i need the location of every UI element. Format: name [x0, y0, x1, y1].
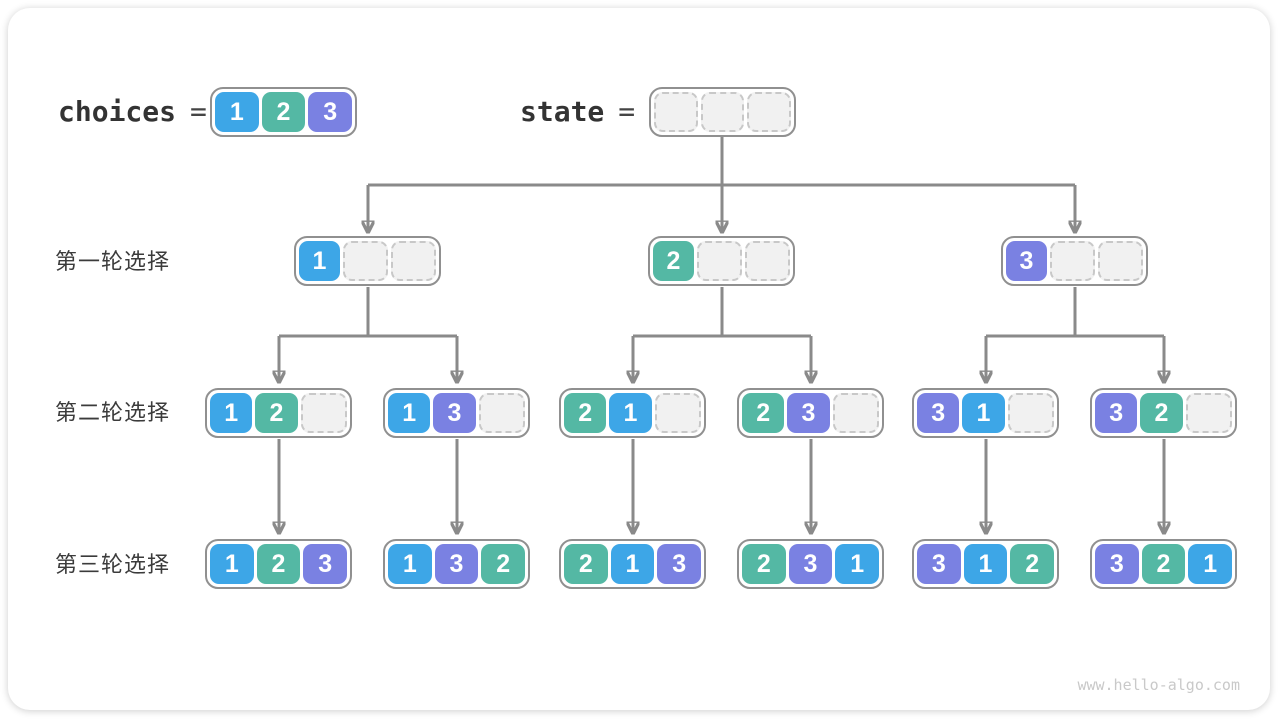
state-cell: 1 — [388, 393, 431, 433]
tree-node: 2 1 3 — [559, 539, 706, 589]
state-cell: 1 — [299, 241, 340, 281]
state-cell: 2 — [742, 393, 785, 433]
watermark-text: www.hello-algo.com — [1077, 676, 1240, 694]
state-equals-sign: = — [618, 95, 636, 128]
choice-cell: 1 — [215, 92, 259, 132]
state-cell: 3 — [1006, 241, 1047, 281]
choices-array: 1 2 3 — [210, 87, 357, 137]
state-cell — [654, 92, 698, 132]
state-cell — [343, 241, 388, 281]
state-cell: 3 — [303, 544, 348, 584]
choices-label-text: choices — [58, 95, 177, 128]
state-cell: 3 — [917, 393, 960, 433]
tree-node: 1 2 3 — [205, 539, 352, 589]
tree-node: 2 1 — [559, 388, 706, 438]
state-cell: 3 — [788, 544, 833, 584]
state-label: state = — [520, 96, 635, 128]
state-cell: 1 — [610, 544, 655, 584]
state-cell: 2 — [653, 241, 694, 281]
choice-cell: 2 — [261, 92, 306, 132]
state-cell: 1 — [210, 544, 254, 584]
state-cell: 3 — [433, 393, 476, 433]
state-label-text: state — [520, 95, 605, 128]
tree-node: 1 — [294, 236, 441, 286]
row-label-round-1: 第一轮选择 — [55, 249, 171, 274]
tree-node: 3 2 — [1090, 388, 1237, 438]
state-cell — [478, 393, 525, 433]
tree-node: 2 — [648, 236, 795, 286]
state-cell: 2 — [1010, 544, 1055, 584]
tree-node: 3 2 1 — [1090, 539, 1237, 589]
state-cell — [700, 92, 745, 132]
state-cell: 3 — [1095, 393, 1138, 433]
state-cell: 1 — [962, 393, 1005, 433]
state-cell — [1050, 241, 1095, 281]
state-cell: 1 — [388, 544, 432, 584]
state-cell: 3 — [657, 544, 702, 584]
tree-node: 1 2 — [205, 388, 352, 438]
state-cell: 2 — [256, 544, 301, 584]
state-cell: 2 — [742, 544, 786, 584]
tree-node: 3 — [1001, 236, 1148, 286]
state-cell: 2 — [481, 544, 526, 584]
state-cell: 2 — [255, 393, 298, 433]
state-cell — [747, 92, 792, 132]
tree-node: 3 1 — [912, 388, 1059, 438]
tree-node: 2 3 1 — [737, 539, 884, 589]
state-cell: 1 — [1188, 544, 1233, 584]
state-cell — [832, 393, 879, 433]
state-cell: 2 — [564, 393, 607, 433]
row-label-round-2: 第二轮选择 — [55, 400, 171, 425]
tree-node: 1 3 — [383, 388, 530, 438]
state-cell — [654, 393, 701, 433]
state-cell — [300, 393, 347, 433]
row-label-round-3: 第三轮选择 — [55, 552, 171, 577]
state-cell — [391, 241, 436, 281]
state-cell: 1 — [835, 544, 880, 584]
state-cell: 2 — [564, 544, 608, 584]
state-cell: 3 — [434, 544, 479, 584]
state-cell: 3 — [917, 544, 961, 584]
state-cell: 3 — [787, 393, 830, 433]
state-cell — [745, 241, 790, 281]
state-cell — [697, 241, 742, 281]
state-cell — [1007, 393, 1054, 433]
state-cell: 1 — [963, 544, 1008, 584]
tree-node: 3 1 2 — [912, 539, 1059, 589]
choices-equals-sign: = — [190, 95, 207, 128]
state-cell: 1 — [609, 393, 652, 433]
state-cell: 2 — [1140, 393, 1183, 433]
state-cell: 1 — [210, 393, 253, 433]
state-cell: 3 — [1095, 544, 1139, 584]
state-array-root — [649, 87, 796, 137]
state-cell: 2 — [1141, 544, 1186, 584]
state-cell — [1098, 241, 1143, 281]
state-cell — [1185, 393, 1232, 433]
tree-node: 1 3 2 — [383, 539, 530, 589]
choice-cell: 3 — [308, 92, 353, 132]
tree-node: 2 3 — [737, 388, 884, 438]
choices-label: choices = — [58, 96, 207, 128]
